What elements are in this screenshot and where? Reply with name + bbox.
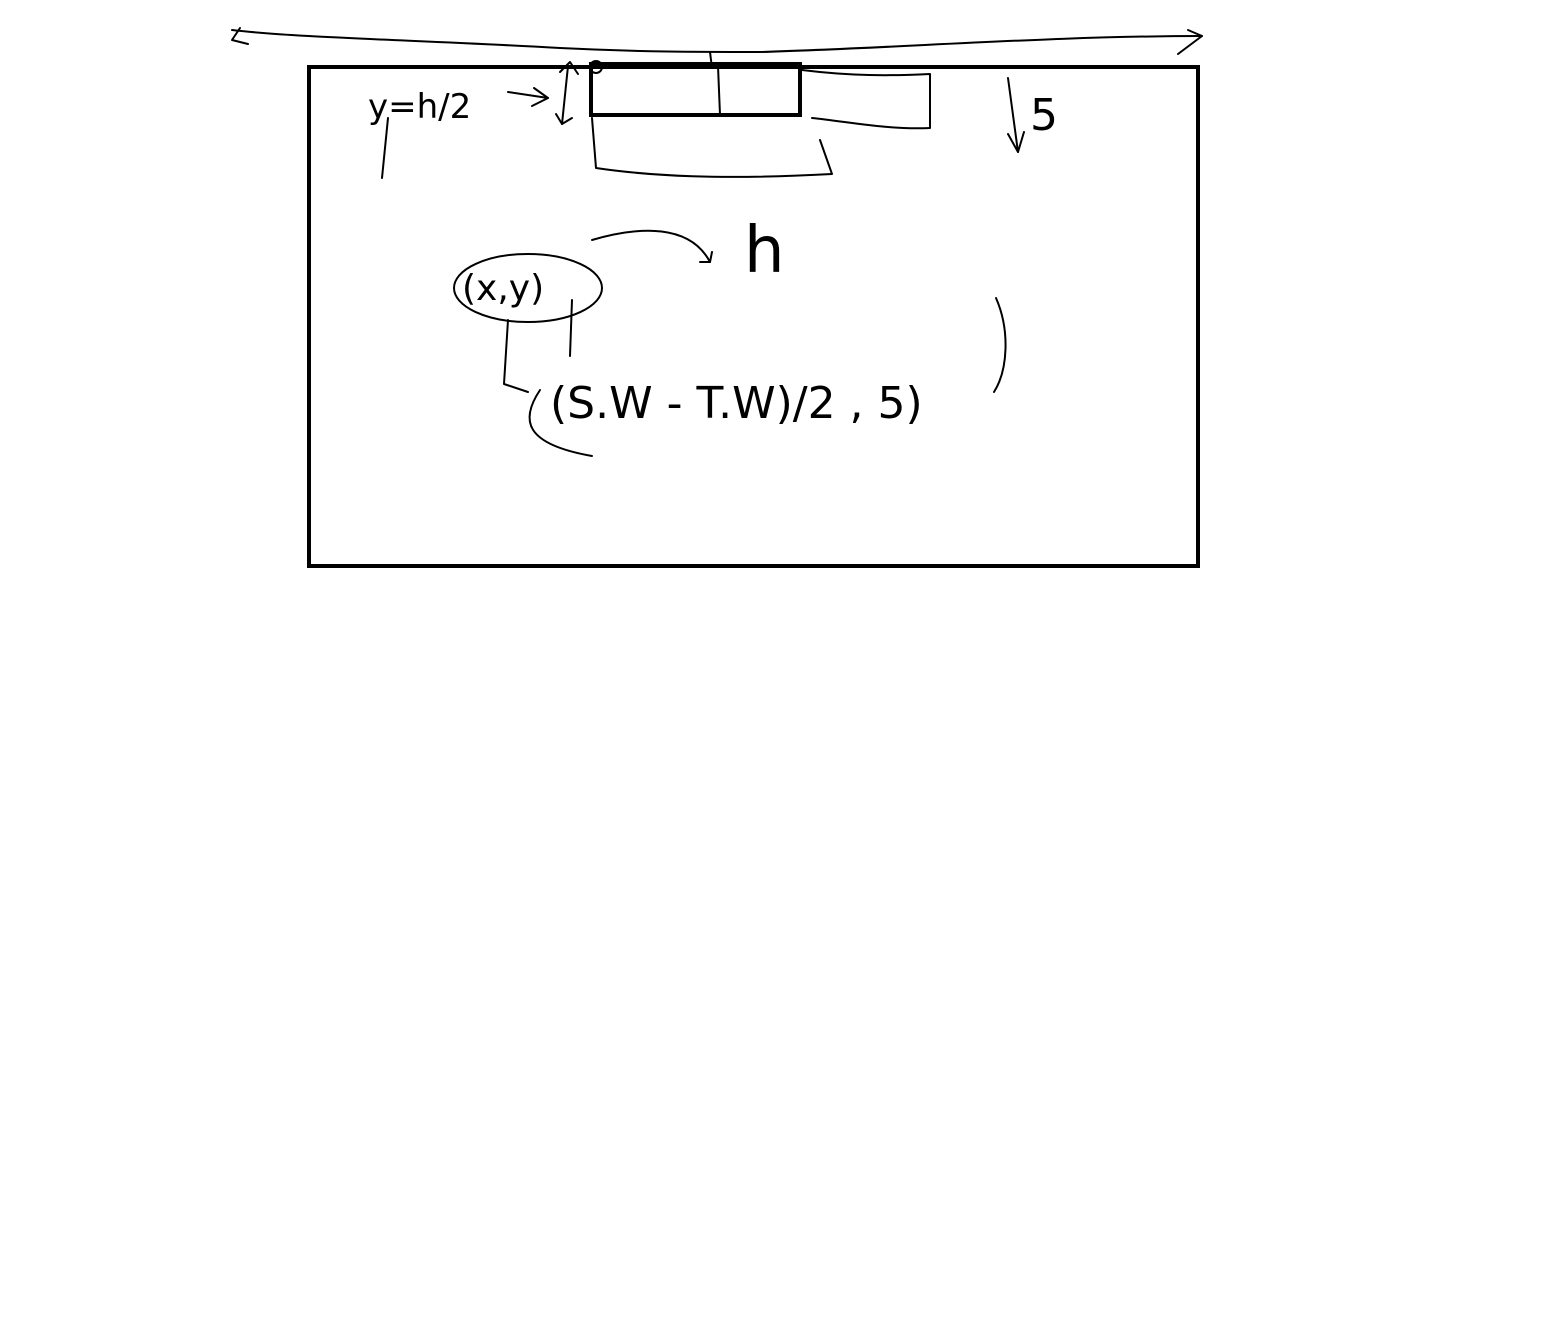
screen-rectangle [307,65,1200,568]
five-text: 5 [1030,90,1058,141]
height-arrow [555,61,579,125]
formula-group: (S.W - T.W)/2 , 5) [528,297,1007,457]
y-equation-text: y=h/2 [368,87,471,127]
extension-box [801,69,931,130]
height-var-text: h [744,214,785,288]
formula-text: (S.W - T.W)/2 , 5) [550,378,923,429]
y-equation-label: y=h/2 [368,87,471,179]
pointer-arrow [507,87,549,107]
text-box-rectangle [589,62,802,117]
coordinate-text: (x,y) [462,268,544,309]
width-bracket [591,117,833,178]
origin-marker [589,60,603,74]
offset-five-label: 5 [1007,77,1058,153]
coordinate-group: (x,y) h [453,214,785,393]
